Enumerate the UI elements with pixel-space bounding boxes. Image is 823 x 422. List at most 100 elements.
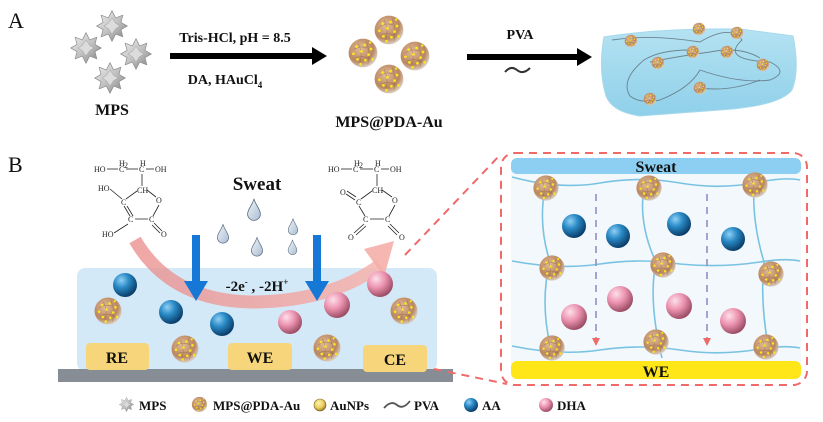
- hydrogel-particle: [686, 45, 700, 59]
- dha-molecule: [324, 292, 350, 318]
- svg-text:MPS@PDA-Au: MPS@PDA-Au: [213, 398, 300, 413]
- step1-arrow: [170, 47, 327, 65]
- legend-item-mps: MPS: [119, 397, 166, 413]
- dha-molecule: [720, 308, 746, 334]
- svg-text:H: H: [354, 159, 360, 168]
- mps-pda-au-cluster: [348, 15, 430, 94]
- svg-text:C: C: [353, 165, 358, 174]
- dha-molecule: [607, 286, 633, 312]
- mps-pda-au-particle: [758, 261, 784, 287]
- mps-pda-au-label: MPS@PDA-Au: [335, 114, 442, 131]
- mps-pda-au-particle: [374, 15, 404, 45]
- hydrogel-particle: [730, 26, 744, 40]
- svg-text:RE: RE: [106, 350, 128, 367]
- inset-we-label: WE: [643, 364, 670, 381]
- svg-text:C: C: [363, 215, 368, 224]
- sweat-drop-icon: [287, 239, 298, 255]
- mps-pda-au-icon: [191, 396, 208, 413]
- mps-particle: [94, 62, 126, 94]
- hydrogel-particle: [624, 34, 638, 48]
- mps-pda-au-particle: [348, 38, 378, 68]
- oxidation-arc-arrow: [129, 236, 384, 309]
- dha-molecule: [666, 293, 692, 319]
- dha-molecule: [367, 271, 393, 297]
- mps-pda-au-particle: [374, 64, 404, 94]
- step2-arrow: [467, 48, 592, 66]
- mps-particle: [96, 10, 128, 42]
- inset-we-bar: [511, 361, 801, 379]
- sweat-flow-arrow-right: [305, 235, 329, 301]
- svg-text:2: 2: [124, 161, 128, 170]
- aa-molecule: [721, 227, 745, 251]
- legend-item-dha: DHA: [539, 398, 587, 413]
- mps-label: MPS: [95, 102, 129, 119]
- step2-condition-top: PVA: [507, 28, 535, 43]
- sweat-drop-icon: [247, 198, 261, 221]
- svg-text:H: H: [119, 159, 125, 168]
- sweat-drop-icon: [287, 218, 299, 236]
- svg-text:AuNPs: AuNPs: [330, 398, 369, 413]
- hydrogel-particle: [643, 92, 657, 106]
- mps-pda-au-particle: [313, 334, 341, 362]
- mps-pda-au-particle: [171, 335, 199, 363]
- legend-item-aa: AA: [464, 398, 501, 413]
- svg-text:C: C: [121, 198, 126, 207]
- hydrogel-particle: [651, 56, 665, 70]
- pva-chain-icon: [504, 66, 531, 74]
- svg-text:2: 2: [359, 161, 363, 170]
- mps-pda-au-particle: [533, 175, 559, 201]
- mps-pda-au-particle: [539, 335, 565, 361]
- svg-text:HO: HO: [102, 230, 114, 239]
- mps-pda-au-particle: [400, 41, 430, 71]
- svg-text:MPS: MPS: [139, 398, 166, 413]
- mps-pda-au-particle: [390, 297, 418, 325]
- svg-text:O: O: [399, 233, 405, 242]
- panel-a-letter: A: [8, 8, 24, 33]
- svg-text:C: C: [139, 165, 144, 174]
- mps-pda-au-particle: [636, 175, 662, 201]
- aa-molecule-structure: HO H 2 H C C OH CH HO C O C C O HO: [94, 159, 167, 239]
- mps-particle: [120, 38, 152, 70]
- svg-text:C: C: [149, 215, 154, 224]
- svg-text:C: C: [374, 165, 379, 174]
- mps-cluster: [70, 10, 152, 94]
- svg-text:O: O: [392, 196, 398, 205]
- svg-text:HO: HO: [98, 184, 110, 193]
- svg-text:H: H: [375, 159, 381, 168]
- svg-text:O: O: [156, 196, 162, 205]
- sweat-flow-arrow-left: [184, 235, 208, 301]
- aa-molecule: [113, 273, 137, 297]
- inset-sweat-label: Sweat: [636, 159, 678, 176]
- zoomed-inset: Sweat WE: [500, 152, 808, 386]
- electrode-we: WE: [228, 343, 292, 370]
- inset-sweat-bar: [511, 158, 801, 174]
- dha-molecule-structure: HO H 2 H C C OH CH O C O C C O O: [328, 159, 405, 242]
- pva-icon: [383, 400, 411, 409]
- svg-text:WE: WE: [247, 350, 274, 367]
- hydrogel-layer: [77, 268, 437, 371]
- zoom-guide-line-top: [404, 154, 501, 256]
- reaction-label: -2e- , -2H+: [226, 277, 289, 295]
- sweat-drop-icon: [251, 236, 263, 257]
- svg-text:CE: CE: [384, 352, 406, 369]
- aa-molecule: [210, 312, 234, 336]
- aa-molecule: [159, 300, 183, 324]
- svg-text:C: C: [128, 215, 133, 224]
- sweat-label: Sweat: [233, 174, 282, 195]
- mps-icon: [119, 397, 134, 412]
- svg-text:OH: OH: [390, 165, 402, 174]
- oxidation-arc-arrowhead: [364, 241, 394, 277]
- svg-text:O: O: [161, 230, 167, 239]
- substrate: [58, 369, 453, 382]
- diffusion-arrowhead-left: [592, 338, 600, 346]
- step1-condition-top: Tris-HCl, pH = 8.5: [179, 31, 291, 46]
- svg-text:DHA: DHA: [557, 398, 587, 413]
- svg-text:C: C: [119, 165, 124, 174]
- svg-text:O: O: [348, 233, 354, 242]
- mps-pda-au-particle: [742, 172, 768, 198]
- step1-condition-bottom: DA, HAuCl4: [188, 73, 263, 90]
- aunps-icon: [313, 398, 327, 412]
- hydrogel-particle: [693, 81, 707, 95]
- inset-dashed-border: [500, 152, 808, 386]
